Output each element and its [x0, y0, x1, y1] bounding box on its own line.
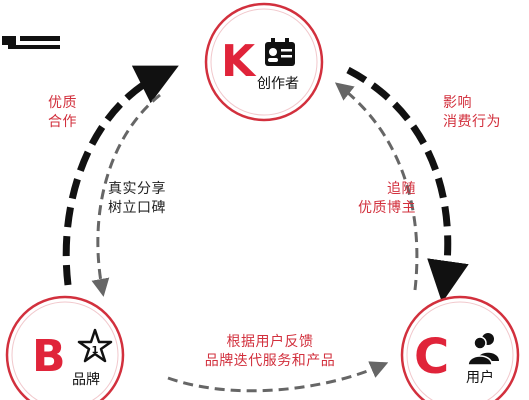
label-real-sharing: 真实分享 树立口碑	[108, 180, 166, 218]
node-user-label: 用户	[466, 370, 494, 386]
label-line: 优质博主	[358, 200, 416, 216]
label-line: 追随	[387, 181, 416, 197]
id-card-icon	[265, 38, 295, 66]
arrow-b-to-k-outer	[62, 65, 179, 286]
node-creator-label: 创作者	[257, 76, 299, 92]
node-brand-label: 品牌	[72, 372, 100, 388]
label-line: 优质	[48, 95, 77, 111]
node-user	[400, 295, 520, 400]
label-follow-bloggers: 追随 优质博主	[330, 180, 416, 218]
users-icon	[467, 333, 499, 366]
label-quality-cooperation: 优质 合作	[48, 94, 77, 132]
node-brand-letter: B	[32, 331, 66, 382]
label-line: 真实分享	[108, 181, 166, 197]
label-line: 合作	[48, 114, 77, 130]
label-influence-consumption: 影响 消费行为	[443, 94, 501, 132]
label-line: 根据用户反馈	[226, 334, 314, 350]
decorative-logo-mark	[2, 36, 60, 49]
arrow-b-to-c-bottom	[167, 361, 389, 393]
label-line: 影响	[443, 95, 472, 111]
label-line: 品牌迭代服务和产品	[204, 353, 336, 369]
node-brand	[5, 295, 125, 400]
label-user-feedback: 根据用户反馈 品牌迭代服务和产品	[180, 333, 360, 371]
arrow-k-to-c-outer	[346, 66, 469, 303]
node-creator	[204, 2, 324, 122]
svg-text:1: 1	[92, 345, 99, 356]
node-user-letter: C	[414, 329, 450, 385]
label-line: 树立口碑	[108, 200, 166, 216]
label-line: 消费行为	[443, 114, 501, 130]
arrow-k-to-b-inner	[91, 93, 161, 297]
star-badge-icon: 1	[77, 328, 113, 363]
arrow-c-to-k-inner	[334, 82, 419, 291]
node-creator-letter: K	[221, 36, 256, 87]
